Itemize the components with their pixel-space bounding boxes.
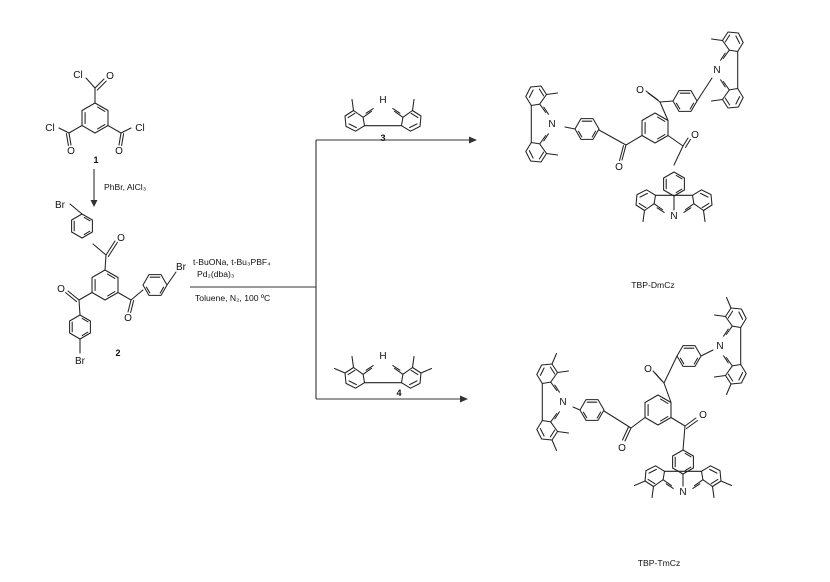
carbazole-nitrogen-label: N — [670, 211, 677, 222]
step-2-conditions-line-2: Pd₂(dba)₃ — [197, 269, 235, 279]
step-1-conditions: PhBr, AlCl₃ — [104, 182, 147, 192]
acyl-chloride-label: Cl — [45, 123, 54, 134]
nh-hydrogen-label: H — [379, 95, 386, 106]
carbazole-nitrogen-label: N — [679, 487, 686, 498]
acyl-chloride-label: Cl — [135, 123, 144, 134]
carbonyl-oxygen-label: O — [699, 410, 707, 421]
product-tbp-dmcz: N N N O O O TBP-DmCz — [525, 31, 744, 290]
carbazole-nitrogen-label: N — [713, 65, 720, 76]
step-2-conditions-line-1: t-BuONa, t-Bu₃PBF₄ — [193, 257, 271, 267]
carbonyl-oxygen-label: O — [615, 162, 623, 173]
compound-1: Cl O Cl O Cl O 1 — [45, 70, 144, 165]
product-1-name: TBP-DmCz — [631, 280, 674, 290]
compound-4-number: 4 — [396, 388, 401, 398]
carbazole-nitrogen-label: N — [716, 341, 723, 352]
compound-3: H 3 — [344, 95, 422, 143]
carbonyl-oxygen-label: O — [644, 364, 652, 375]
carbonyl-oxygen-label: O — [106, 71, 114, 82]
bromo-label: Br — [75, 356, 86, 367]
compound-1-number: 1 — [93, 155, 98, 165]
carbonyl-oxygen-label: O — [57, 284, 65, 295]
carbonyl-oxygen-label: O — [618, 443, 626, 454]
carbazole-nitrogen-label: N — [559, 397, 566, 408]
compound-2-number: 2 — [115, 348, 120, 358]
carbonyl-oxygen-label: O — [117, 233, 125, 244]
carbazole-nitrogen-label: N — [548, 119, 555, 130]
carbonyl-oxygen-label: O — [691, 130, 699, 141]
step-2-branch-arrows — [190, 136, 477, 403]
compound-3-number: 3 — [380, 133, 385, 143]
nh-hydrogen-label: H — [379, 351, 386, 362]
product-tbp-tmcz: N N N O O O TBP-TmCz — [536, 296, 747, 568]
bromo-label: Br — [55, 200, 66, 211]
compound-2: Br O Br O O Br 2 — [55, 200, 187, 367]
carbonyl-oxygen-label: O — [636, 85, 644, 96]
step-1-arrow — [90, 169, 98, 207]
carbonyl-oxygen-label: O — [124, 313, 132, 324]
product-2-name: TBP-TmCz — [638, 558, 681, 568]
carbonyl-oxygen-label: O — [115, 146, 123, 157]
compound-4: H 4 — [333, 351, 433, 398]
bromo-label: Br — [176, 262, 187, 273]
acyl-chloride-label: Cl — [73, 70, 82, 81]
carbonyl-oxygen-label: O — [67, 146, 75, 157]
step-2-conditions-line-3: Toluene, N₂, 100 ºC — [195, 293, 270, 303]
